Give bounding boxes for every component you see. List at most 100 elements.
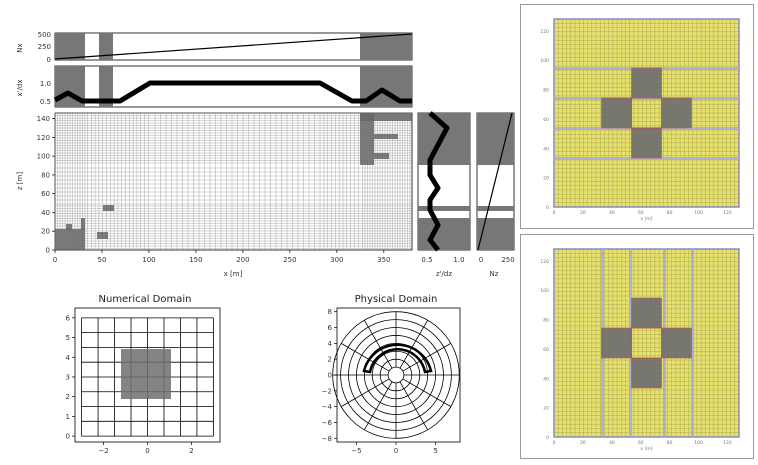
physical-ytick: −4 [322, 403, 333, 411]
dx-ytick-0: 0.5 [40, 98, 51, 106]
nx-shade-left [55, 33, 85, 60]
obstacle-5 [97, 232, 108, 239]
nx-ytick-0: 0 [47, 56, 51, 64]
nx-curve [54, 33, 413, 60]
nz-xtick-0: 0 [479, 256, 483, 264]
numerical-ytick: 2 [66, 393, 70, 401]
obstacle-1 [55, 229, 85, 250]
map-ytick: 20 [543, 406, 549, 412]
numerical-domain-title: Numerical Domain [99, 294, 192, 305]
dz-axis-label: z'/dz [436, 270, 452, 278]
nz-shade-mid [477, 206, 514, 211]
physical-ytick: −2 [322, 387, 332, 395]
map-xtick: 60 [638, 210, 644, 216]
obstacle-9 [374, 153, 389, 159]
numerical-obstacle [121, 349, 171, 399]
main-xtick: 150 [189, 256, 202, 264]
map-ytick: 0 [546, 205, 549, 211]
main-xtick: 0 [53, 256, 57, 264]
nx-axis-label: Nx [16, 43, 24, 52]
map-xlabel: x [m] [641, 216, 653, 222]
main-ytick: 0 [46, 247, 50, 255]
obstacle-8 [374, 134, 398, 139]
physical-domain-title: Physical Domain [355, 294, 438, 305]
map-cross-obstacle [601, 297, 692, 389]
map-cross-obstacle [601, 67, 692, 159]
map-xtick: 80 [667, 440, 673, 446]
nx-shade-mid [99, 33, 113, 60]
physical-ytick: −6 [322, 419, 333, 427]
map-xtick: 120 [723, 440, 732, 446]
map-ytick: 20 [543, 176, 549, 182]
nz-curve [477, 112, 513, 251]
numerical-ytick: 1 [66, 413, 70, 421]
physical-ytick: 8 [328, 308, 332, 316]
physical-xtick: −5 [351, 447, 361, 455]
numerical-ytick: 6 [66, 314, 71, 322]
numerical-domain-plot: Numerical Domain 0 1 2 3 4 5 6 −2 0 2 [66, 294, 221, 455]
obstacle-6 [360, 113, 412, 121]
map-ytick: 40 [543, 146, 549, 152]
nz-panel: 0 250 Nz [476, 112, 515, 278]
main-xlabel: x [m] [224, 270, 243, 278]
main-ylabel: z [m] [16, 172, 24, 190]
dx-curve [53, 80, 412, 104]
nx-ytick-1: 250 [38, 43, 51, 51]
map-ytick: 40 [543, 376, 549, 382]
nz-axis-label: Nz [490, 270, 499, 278]
nz-xtick-1: 250 [501, 256, 514, 264]
physical-ytick: 6 [328, 324, 333, 332]
map-xtick: 40 [609, 210, 615, 216]
map-ytick: 80 [543, 88, 549, 94]
obstacle-2 [66, 224, 72, 230]
map-ytick: 120 [540, 29, 549, 35]
main-xtick: 200 [236, 256, 249, 264]
dz-shade-bottom [418, 218, 470, 250]
main-ytick: 40 [41, 209, 50, 217]
numerical-ytick: 4 [66, 354, 71, 362]
map-ytick: 120 [540, 259, 549, 265]
numerical-xtick: 2 [189, 447, 193, 455]
map-ytick: 0 [546, 435, 549, 441]
obstacle-3 [81, 218, 85, 230]
main-ytick: 120 [37, 134, 50, 142]
numerical-xtick: 0 [145, 447, 149, 455]
numerical-xtick: −2 [98, 447, 108, 455]
main-xtick: 250 [283, 256, 296, 264]
polar-highlight-arc [362, 343, 433, 374]
main-ytick: 20 [41, 228, 50, 236]
dz-xtick-1: 1.0 [453, 256, 464, 264]
physical-ytick: 2 [328, 356, 332, 364]
polar-grid [332, 311, 460, 439]
obstacles [55, 113, 412, 250]
map-xlabel: x [m] [641, 446, 653, 452]
physical-ytick: 0 [328, 372, 332, 380]
dz-shade-top [418, 113, 470, 165]
numerical-grid [81, 317, 214, 437]
dz-xtick-0: 0.5 [421, 256, 432, 264]
map-ytick: 100 [540, 288, 549, 294]
numerical-ytick: 3 [66, 373, 70, 381]
map-ytick: 100 [540, 58, 549, 64]
map-xtick: 20 [580, 440, 586, 446]
map-xtick: 0 [553, 210, 556, 216]
map-ytick: 60 [543, 347, 549, 353]
map-xtick: 80 [667, 210, 673, 216]
mesh-grid [54, 112, 412, 250]
map-xtick: 20 [580, 210, 586, 216]
main-xtick: 100 [142, 256, 155, 264]
physical-ytick: 4 [328, 340, 333, 348]
dz-panel: 0.5 1.0 z'/dz [417, 111, 471, 278]
numerical-ytick: 0 [66, 433, 70, 441]
numerical-ytick: 5 [66, 334, 70, 342]
map-xtick: 100 [694, 210, 703, 216]
map-xtick: 100 [694, 440, 703, 446]
main-xtick: 300 [330, 256, 343, 264]
map-xtick: 40 [609, 440, 615, 446]
physical-xtick: 5 [433, 447, 437, 455]
